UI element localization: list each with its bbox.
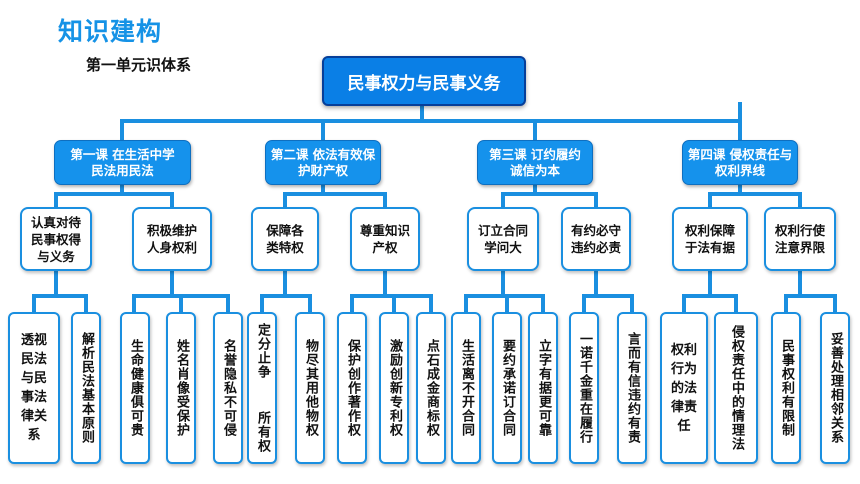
detail-node: 民事权利有限制 — [771, 312, 801, 464]
topic-node: 保障各 类特权 — [251, 207, 319, 271]
detail-node: 生活离不开合同 — [451, 312, 481, 464]
detail-label: 民事权利有限制 — [779, 339, 794, 437]
topic-node: 认真对待 民事权得 与义务 — [20, 207, 92, 271]
lesson-2-node: 第二课 依法有效保 护财产权 — [265, 140, 381, 185]
detail-node: 妥善处理相邻关系 — [820, 312, 850, 464]
topic-node: 权利行使 注意界限 — [764, 207, 836, 271]
topic-node: 有约必守 违约必责 — [561, 207, 631, 271]
topic-node: 尊重知识 产权 — [350, 207, 420, 271]
detail-label: 保护创作著作权 — [345, 339, 360, 437]
detail-label: 妥善处理相邻关系 — [828, 332, 843, 444]
lesson-4-node: 第四课 侵权责任与 权利界线 — [682, 140, 798, 185]
detail-label: 立字有据更可靠 — [536, 339, 551, 437]
lesson-3-node: 第三课 订约履约 诚信为本 — [477, 140, 593, 185]
detail-label: 一诺千金重在履行 — [577, 332, 592, 444]
detail-node: 解析民法基本原则 — [71, 312, 101, 464]
detail-label: 解析民法基本原则 — [79, 332, 94, 444]
topic-node: 积极维护 人身权利 — [132, 207, 212, 271]
detail-label: 姓名肖像受保护 — [174, 339, 189, 437]
page-subtitle: 第一单元识体系 — [86, 56, 192, 74]
lesson-1-node: 第一课 在生活中学 民法用民法 — [54, 140, 191, 185]
detail-node: 生命健康俱可贵 — [120, 312, 150, 464]
topic-node: 权利保障 于法有据 — [672, 207, 748, 271]
detail-label: 要约承诺订合同 — [500, 339, 515, 437]
detail-label: 生活离不开合同 — [459, 339, 474, 437]
detail-node: 名誉隐私不可侵 — [213, 312, 243, 464]
detail-label: 生命健康俱可贵 — [128, 339, 143, 437]
detail-label: 言而有信违约有责 — [625, 332, 640, 444]
detail-label: 激励创新专利权 — [387, 339, 402, 437]
detail-node: 权利 行为 的法 律责 任 — [660, 312, 708, 464]
detail-label: 侵权责任中的情理法 — [729, 325, 744, 451]
detail-node: 点石成金商标权 — [416, 312, 446, 464]
detail-node: 物尽其用他物权 — [295, 312, 325, 464]
detail-node: 要约承诺订合同 — [492, 312, 522, 464]
detail-label: 点石成金商标权 — [424, 339, 439, 437]
detail-node: 一诺千金重在履行 — [569, 312, 599, 464]
detail-label: 物尽其用他物权 — [303, 339, 318, 437]
detail-node: 激励创新专利权 — [379, 312, 409, 464]
detail-label: 透视 民法 与民 事法 律关 系 — [20, 333, 47, 443]
detail-node: 保护创作著作权 — [337, 312, 367, 464]
topic-node: 订立合同 学问大 — [467, 207, 539, 271]
detail-node: 言而有信违约有责 — [617, 312, 647, 464]
detail-node: 姓名肖像受保护 — [166, 312, 196, 464]
root-node: 民事权力与民事义务 — [322, 56, 526, 106]
detail-node: 立字有据更可靠 — [528, 312, 558, 464]
page-title: 知识建构 — [58, 17, 163, 46]
detail-node: 透视 民法 与民 事法 律关 系 — [8, 312, 60, 464]
detail-node: 定分止争 所有权 — [247, 312, 277, 464]
detail-label: 定分止争 所有权 — [255, 323, 270, 453]
detail-label: 权利 行为 的法 律责 任 — [670, 342, 697, 434]
detail-node: 侵权责任中的情理法 — [714, 312, 758, 464]
detail-label: 名誉隐私不可侵 — [221, 339, 236, 437]
